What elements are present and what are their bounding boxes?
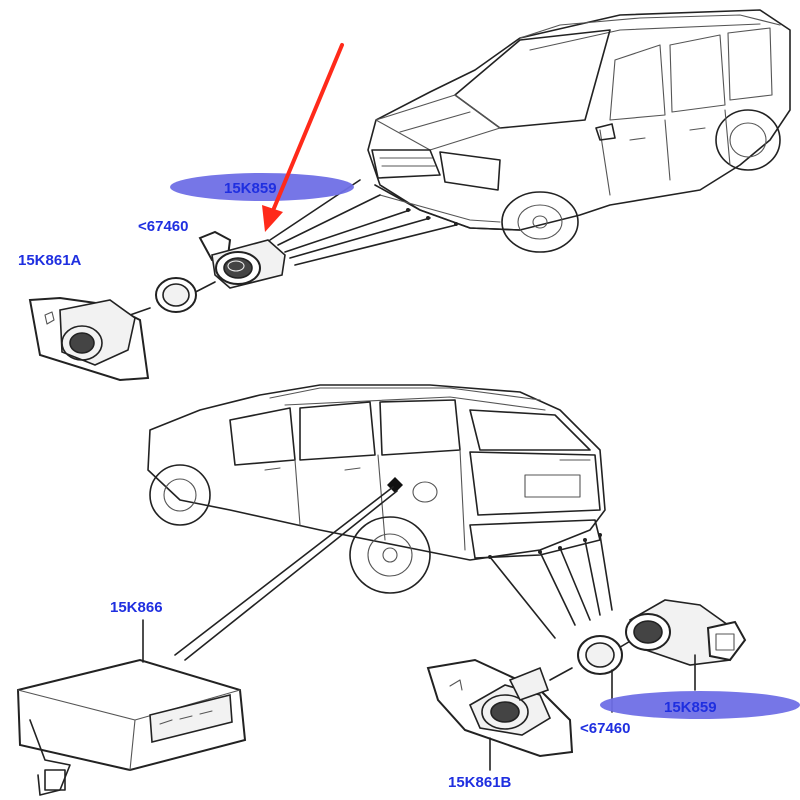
rear-ring-label: <67460 [580,720,630,737]
front-bezel-label: 15K861A [18,252,82,269]
front-sensor-bezel [28,296,150,382]
red-pointer-arrow [262,43,344,232]
front-vehicle [367,9,791,253]
rear-sensor-bezel [426,658,574,771]
rear-parking-sensor [625,599,747,691]
rear-leader-lines [174,486,633,681]
rear-sensor-ring [577,635,623,713]
rear-sensor-label: 15K859 [664,699,717,716]
front-leader-lines [129,179,457,316]
front-ring-label: <67460 [138,218,188,235]
front-parking-sensor [198,230,286,289]
control-module-label: 15K866 [110,599,163,616]
front-sensor-label: 15K859 [224,180,277,197]
parking-aid-control-module [16,619,247,796]
rear-vehicle [147,384,606,594]
rear-bezel-label: 15K861B [448,774,512,791]
rear-sensor-highlight [600,691,800,719]
front-sensor-highlight [170,173,354,201]
front-sensor-ring [155,277,197,313]
